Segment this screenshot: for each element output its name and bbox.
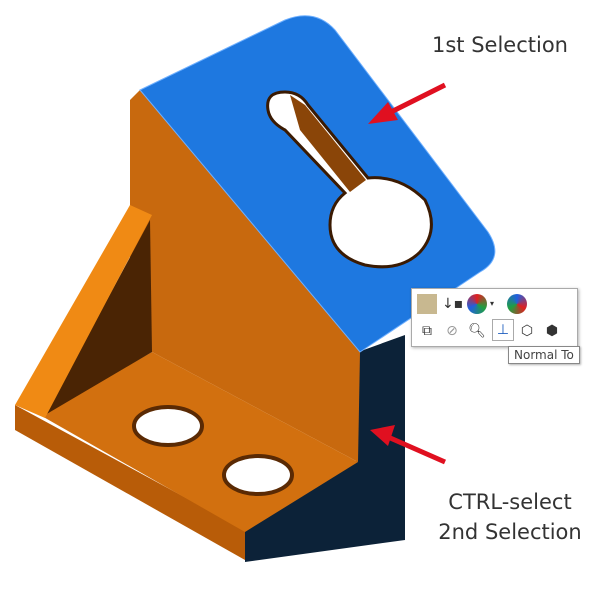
- tooltip: Normal To: [508, 346, 580, 364]
- arrow-1st-selection: [368, 82, 447, 124]
- second-selection-label-1: CTRL-select: [448, 490, 572, 514]
- hole: [132, 405, 204, 447]
- appearance-icon[interactable]: [467, 294, 487, 314]
- rib-face: [15, 205, 152, 418]
- view-selection-icon[interactable]: ⧉: [422, 323, 432, 339]
- isometric-view-icon[interactable]: ⬡: [520, 323, 534, 339]
- push-down-icon[interactable]: ↓▪: [442, 296, 464, 312]
- back-plate-face: [130, 90, 360, 462]
- base-front-edge: [15, 405, 245, 560]
- dropdown-icon[interactable]: ▾: [489, 299, 494, 308]
- first-selection-label: 1st Selection: [432, 33, 568, 57]
- view-orientation-icon[interactable]: ⬢: [545, 323, 559, 339]
- normal-to-icon[interactable]: ⊥: [492, 319, 514, 341]
- edit-appearance-icon[interactable]: [417, 294, 437, 314]
- arrow-2nd-selection: [370, 425, 447, 465]
- keyhole-wall: [290, 95, 366, 192]
- zoom-to-selection-icon[interactable]: 🔍︎: [468, 323, 486, 339]
- second-selection-label-2: 2nd Selection: [438, 520, 582, 544]
- hole: [222, 454, 294, 496]
- selected-top-face[interactable]: [139, 15, 496, 353]
- scene-icon[interactable]: [507, 294, 527, 314]
- context-toolbar: ↓▪ ▾ ⧉ ⊘ 🔍︎ ⊥ ⬡ ⬢: [411, 288, 578, 347]
- hide-icon[interactable]: ⊘: [446, 323, 458, 339]
